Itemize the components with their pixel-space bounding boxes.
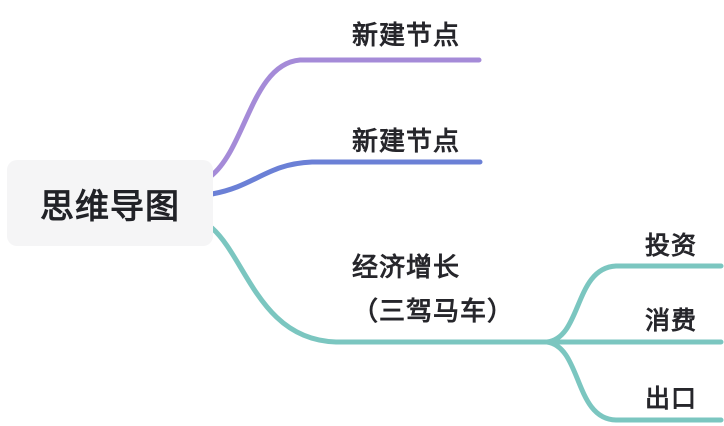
node-economic-growth[interactable]: 经济增长 （三驾马车） <box>352 245 514 333</box>
node-export[interactable]: 出口 <box>645 385 698 413</box>
branch-line-investment <box>544 263 724 345</box>
node-economic-growth-line1: 经济增长 <box>352 252 461 282</box>
node-new-node-2[interactable]: 新建节点 <box>352 126 461 156</box>
branch-line-new-node-2 <box>209 159 483 197</box>
branch-line-new-node-1 <box>208 57 482 179</box>
branch-line-export <box>544 339 724 423</box>
node-new-node-1[interactable]: 新建节点 <box>352 20 461 50</box>
branch-line-economy-trunk <box>209 225 550 345</box>
node-investment[interactable]: 投资 <box>645 232 698 260</box>
node-consumption[interactable]: 消费 <box>645 307 698 335</box>
root-node[interactable]: 思维导图 <box>7 160 213 246</box>
node-economic-growth-line2: （三驾马车） <box>352 296 515 326</box>
root-node-label: 思维导图 <box>40 187 180 226</box>
